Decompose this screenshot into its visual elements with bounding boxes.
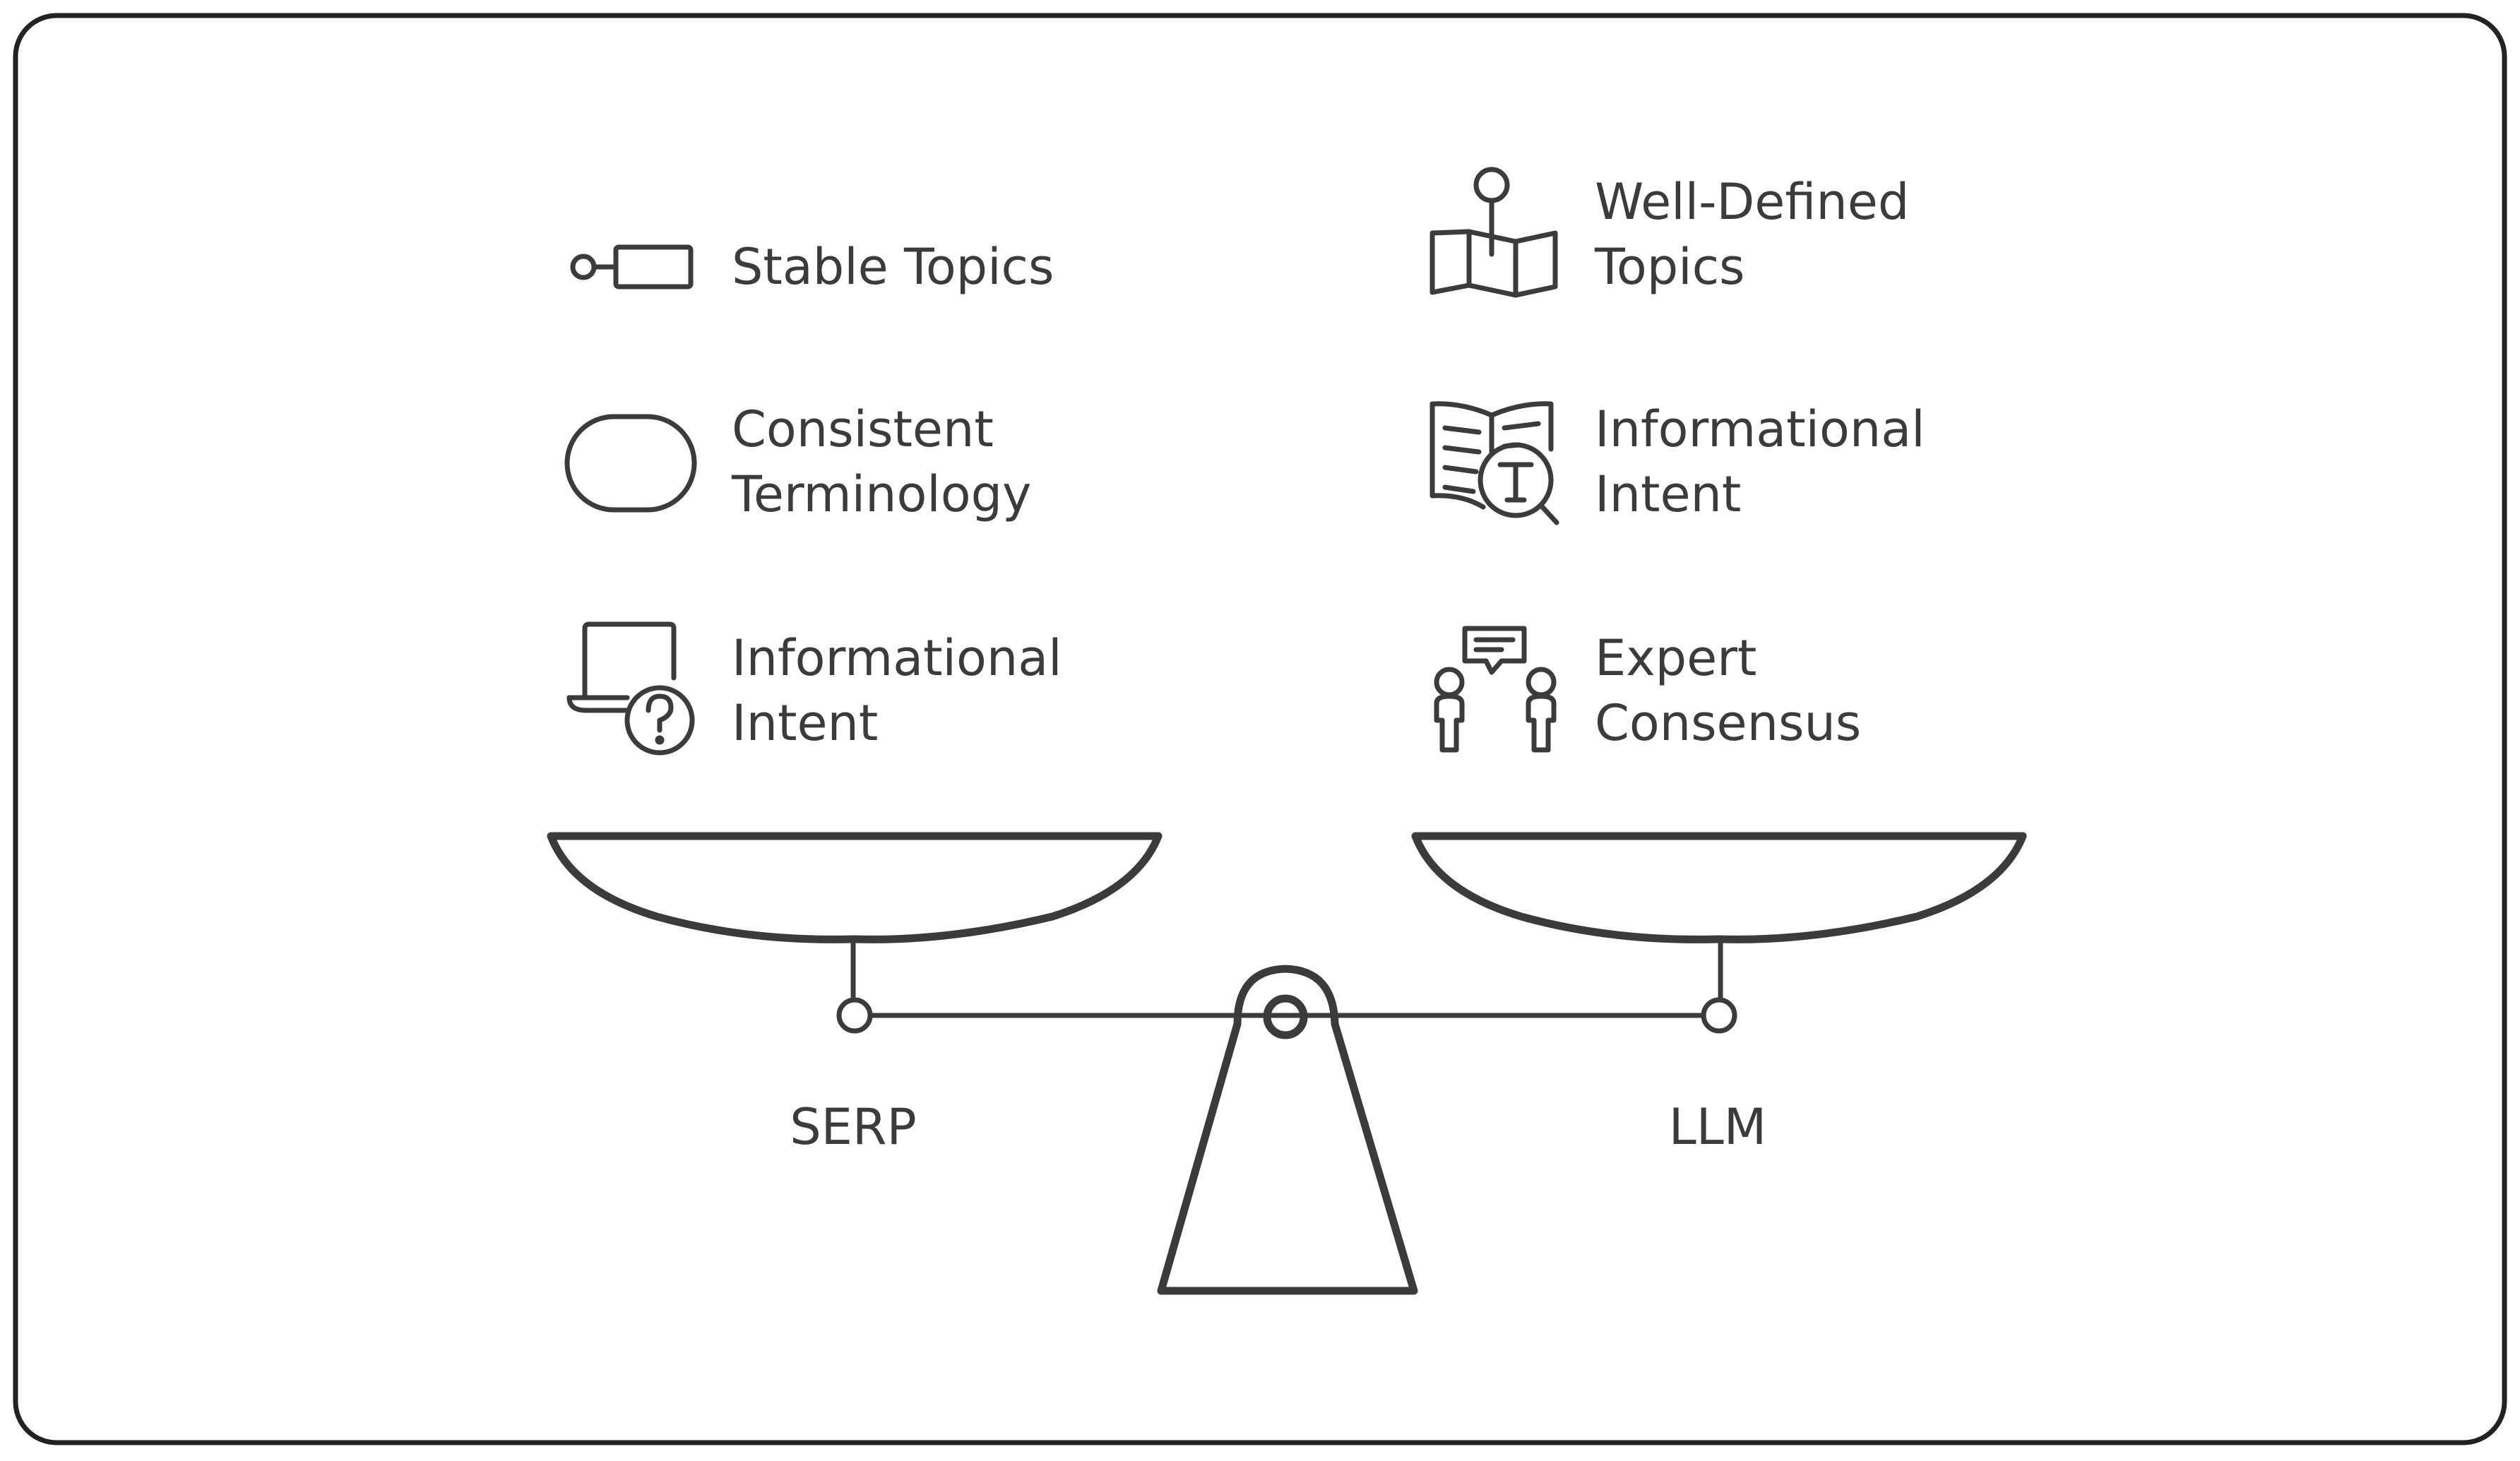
people-discussion-icon bbox=[1434, 626, 1557, 753]
left-pivot bbox=[836, 997, 873, 1034]
left-item-label: Informational bbox=[732, 629, 1062, 687]
left-item-label: Stable Topics bbox=[732, 238, 1054, 296]
right-item-label: Intent bbox=[1595, 465, 1741, 523]
right-item-label: Well-Defined bbox=[1595, 173, 1909, 231]
laptop-question-icon bbox=[566, 621, 695, 756]
tag-icon bbox=[570, 244, 694, 290]
left-item-label: Intent bbox=[732, 694, 878, 752]
right-item-label: Informational bbox=[1595, 400, 1925, 458]
serp-label: SERP bbox=[790, 1098, 917, 1156]
left-item-label: Terminology bbox=[731, 465, 1031, 523]
left-item-label: Consistent bbox=[732, 400, 994, 458]
fulcrum-pivot bbox=[1263, 994, 1308, 1039]
right-item-label: Consensus bbox=[1595, 694, 1861, 752]
rounded-shape-icon bbox=[564, 414, 697, 513]
frame bbox=[13, 13, 2507, 1445]
right-item-label: Expert bbox=[1595, 629, 1757, 687]
right-pivot bbox=[1701, 997, 1737, 1034]
right-item-label: Topics bbox=[1594, 238, 1745, 296]
book-search-icon bbox=[1430, 401, 1559, 525]
fulcrum bbox=[1157, 965, 1418, 1295]
llm-label: LLM bbox=[1669, 1098, 1766, 1156]
map-pin-icon bbox=[1430, 167, 1558, 298]
